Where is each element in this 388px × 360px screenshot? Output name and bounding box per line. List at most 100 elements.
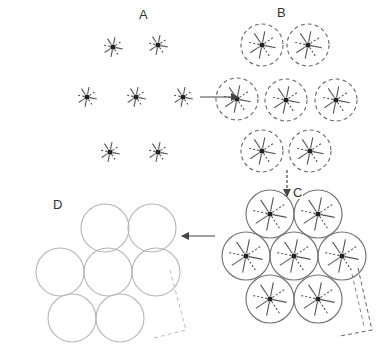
grain-circle xyxy=(287,24,329,66)
grain-circle xyxy=(318,232,366,280)
ray-line xyxy=(103,45,110,46)
ray-line xyxy=(88,87,89,94)
ray-line xyxy=(184,87,185,94)
ray-line xyxy=(273,300,287,303)
ray-line xyxy=(77,95,84,96)
ray-line xyxy=(328,258,340,266)
ray-line xyxy=(156,155,157,162)
ray-line xyxy=(181,100,182,107)
ray-line xyxy=(319,282,322,296)
ray-line xyxy=(150,47,156,51)
ray-line xyxy=(273,215,287,218)
ray-line xyxy=(238,85,240,96)
ray-line xyxy=(289,92,298,98)
ray-line xyxy=(229,87,235,96)
panel-label: D xyxy=(52,198,63,211)
ray-line xyxy=(108,155,109,162)
ray-line xyxy=(85,100,86,107)
ray-line xyxy=(137,87,138,94)
ray-line xyxy=(272,302,280,314)
ray-line xyxy=(339,101,350,103)
grain-circle xyxy=(216,78,258,120)
ray-line xyxy=(328,88,334,97)
ray-line xyxy=(234,102,236,113)
ray-line xyxy=(311,46,322,48)
ray-line xyxy=(100,150,107,151)
direction-guide xyxy=(340,268,372,336)
ray-line xyxy=(289,101,300,103)
ray-line xyxy=(325,253,339,256)
ray-line xyxy=(161,153,168,154)
grain-circle xyxy=(132,248,180,296)
ray-line xyxy=(344,259,352,271)
ray-line xyxy=(277,253,291,256)
ray-line xyxy=(287,86,289,97)
ray-line xyxy=(294,42,305,44)
ray-line xyxy=(311,137,313,148)
direction-guide xyxy=(154,270,186,338)
nucleus-star xyxy=(173,87,193,107)
nucleus-dot xyxy=(155,42,160,47)
nucleus-star xyxy=(103,37,123,57)
nucleus-dot xyxy=(333,97,338,102)
ray-line xyxy=(126,95,133,96)
ray-line xyxy=(148,150,155,151)
ray-line xyxy=(232,258,244,266)
ray-line xyxy=(111,50,112,57)
ray-line xyxy=(322,97,333,99)
ray-line xyxy=(280,258,292,266)
grain-circle xyxy=(222,232,270,280)
nucleus-star xyxy=(294,31,321,58)
ray-line xyxy=(249,247,261,255)
ray-line xyxy=(265,152,276,154)
nucleus-dot xyxy=(283,97,288,102)
ray-line xyxy=(304,301,316,309)
ray-line xyxy=(243,259,246,273)
nucleus-star xyxy=(296,137,323,164)
ray-line xyxy=(297,247,309,255)
ray-line xyxy=(265,46,276,48)
ray-line xyxy=(321,215,335,218)
ray-line xyxy=(311,37,320,43)
ray-line xyxy=(104,144,108,150)
ray-line xyxy=(90,98,97,99)
ray-line xyxy=(116,48,123,49)
grain-circle xyxy=(128,204,176,252)
ray-line xyxy=(296,47,305,53)
ray-line xyxy=(278,88,284,97)
nucleus-dot xyxy=(291,253,296,258)
nucleus-dot xyxy=(315,296,320,301)
ray-line xyxy=(90,91,96,95)
ray-line xyxy=(304,216,316,224)
ray-line xyxy=(267,302,270,316)
ray-line xyxy=(271,282,274,296)
ray-line xyxy=(79,99,85,103)
nucleus-dot xyxy=(267,211,272,216)
ray-line xyxy=(312,154,318,163)
ray-line xyxy=(313,152,324,154)
ray-line xyxy=(319,197,322,211)
ray-line xyxy=(321,205,333,213)
grain-circle xyxy=(246,275,294,323)
ray-line xyxy=(315,217,318,231)
nucleus-star xyxy=(248,31,275,58)
nucleus-star xyxy=(77,87,97,107)
ray-line xyxy=(273,290,285,298)
ray-line xyxy=(259,48,261,59)
ray-line xyxy=(239,102,245,111)
nucleus-star xyxy=(100,142,120,162)
nucleus-dot xyxy=(315,211,320,216)
ray-line xyxy=(160,155,164,161)
ray-line xyxy=(186,98,193,99)
nucleus-dot xyxy=(307,148,312,153)
ray-line xyxy=(295,239,298,253)
nucleus-star xyxy=(223,85,250,112)
ray-line xyxy=(240,91,249,97)
nucleus-dot xyxy=(107,149,112,154)
nucleus-dot xyxy=(110,44,115,49)
nucleus-star xyxy=(126,87,146,107)
ray-line xyxy=(302,139,308,148)
direction-guide xyxy=(352,274,364,326)
